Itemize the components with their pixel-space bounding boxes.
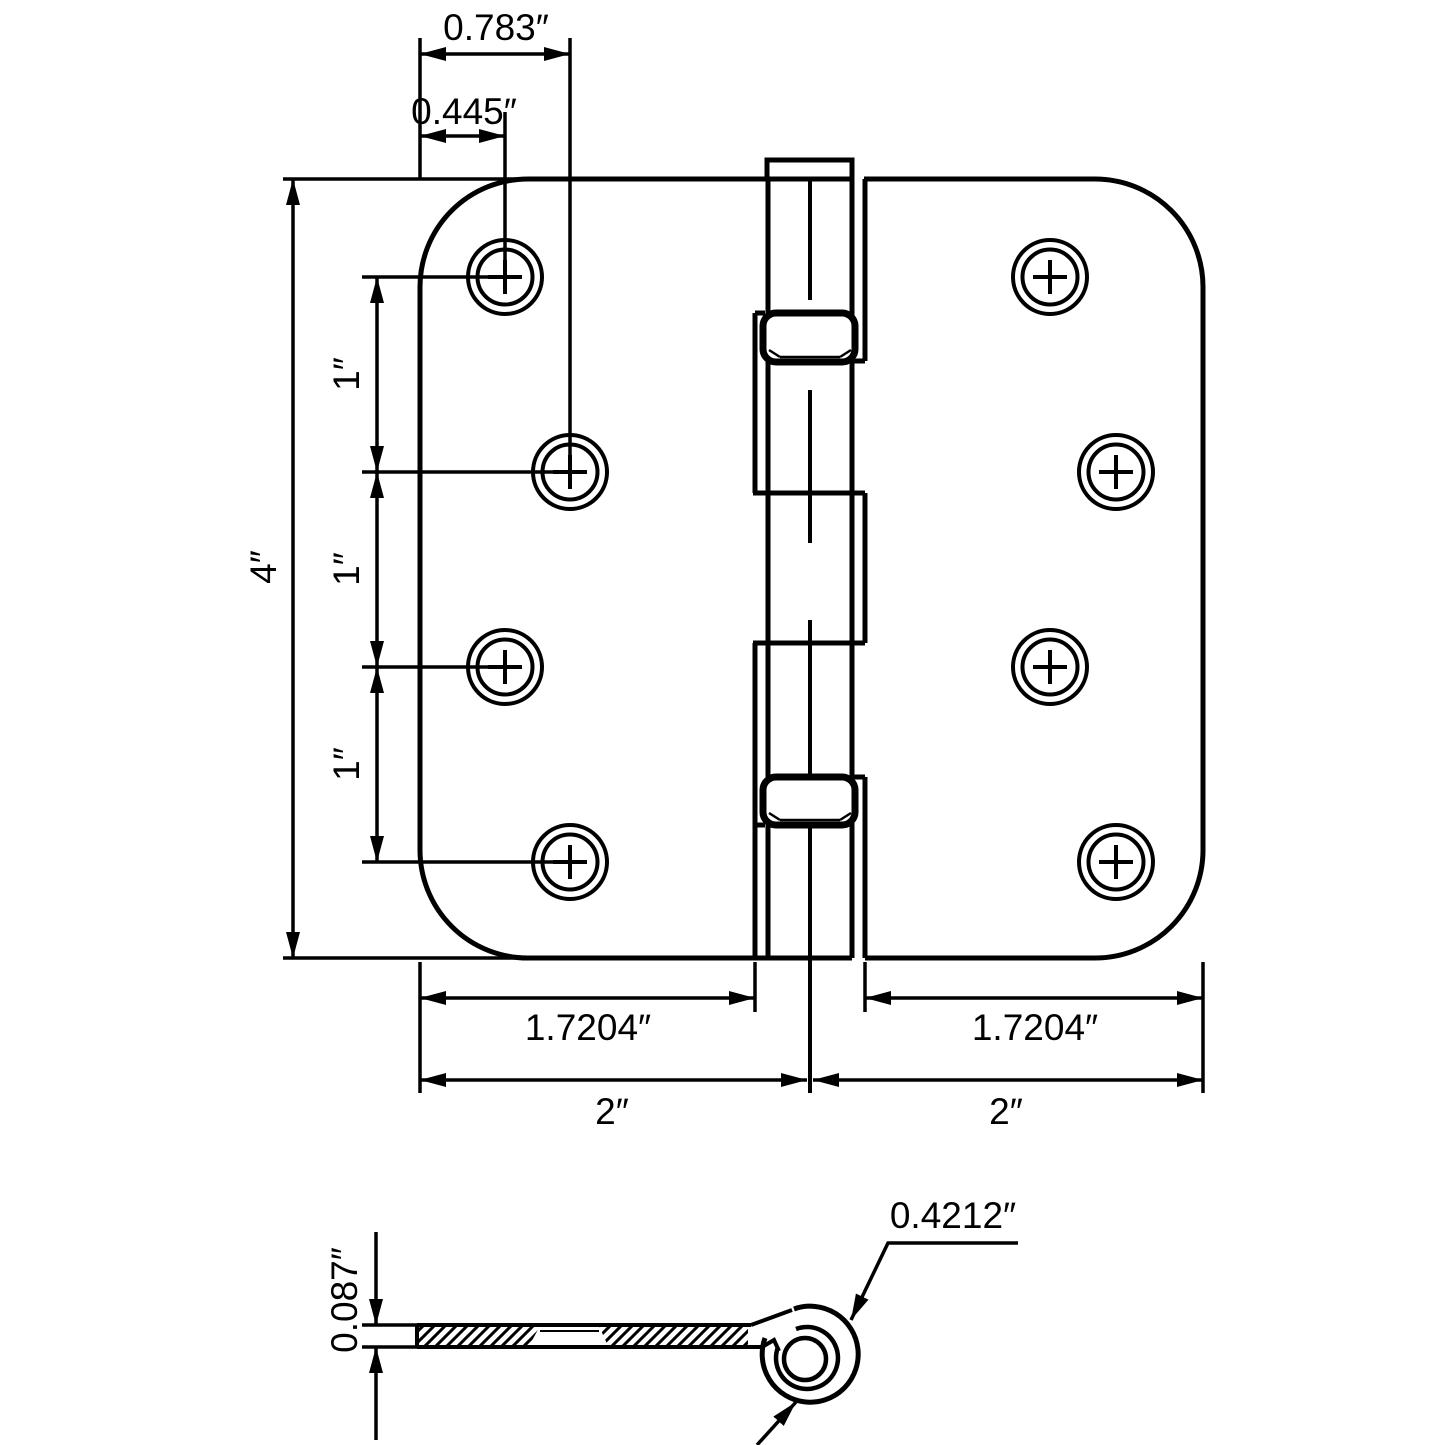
bearing-top <box>759 309 859 366</box>
bottom-leader <box>755 1400 798 1445</box>
label-hole-span-right: 1.7204″ <box>972 1007 1098 1048</box>
right-leaf-outline <box>862 176 1206 961</box>
knuckle-leader <box>755 1241 1018 1445</box>
label-offset-small: 0.445″ <box>411 91 517 132</box>
label-overall-height: 4″ <box>243 550 284 584</box>
knuckle-curl <box>759 1303 861 1405</box>
label-leaf-width-right: 2″ <box>989 1091 1023 1132</box>
bearing-bottom <box>759 773 859 829</box>
label-hole-spacing-1: 1″ <box>326 357 367 391</box>
leaf-section-hatch-left <box>417 1326 540 1346</box>
screw-hole <box>1011 628 1089 706</box>
screw-hole <box>1011 238 1089 316</box>
label-offset-large: 0.783″ <box>443 7 549 48</box>
leaf-profile-outline <box>415 1308 793 1352</box>
pin-top-cap <box>764 157 855 182</box>
screw-hole <box>1077 433 1155 511</box>
screw-hole <box>1077 823 1155 901</box>
label-hole-spacing-2: 1″ <box>326 552 367 586</box>
leaf-section-hatch-right <box>599 1326 748 1346</box>
hinge-top-view <box>283 38 1206 1093</box>
extension-lines <box>283 38 1205 1093</box>
dimension-lines <box>286 47 1203 1087</box>
dimension-labels: 0.783″ 0.445″ 4″ 1″ 1″ 1″ 1.7204″ 1.7204… <box>243 7 1098 1353</box>
label-knuckle-diameter: 0.4212″ <box>890 1195 1016 1236</box>
label-leaf-thickness: 0.087″ <box>324 1247 365 1353</box>
label-leaf-width-left: 2″ <box>595 1091 629 1132</box>
label-hole-spacing-3: 1″ <box>326 747 367 781</box>
hinge-side-view <box>362 1232 1018 1445</box>
label-hole-span-left: 1.7204″ <box>525 1007 651 1048</box>
thickness-dimension <box>362 1232 417 1440</box>
left-leaf-outline <box>417 176 852 961</box>
